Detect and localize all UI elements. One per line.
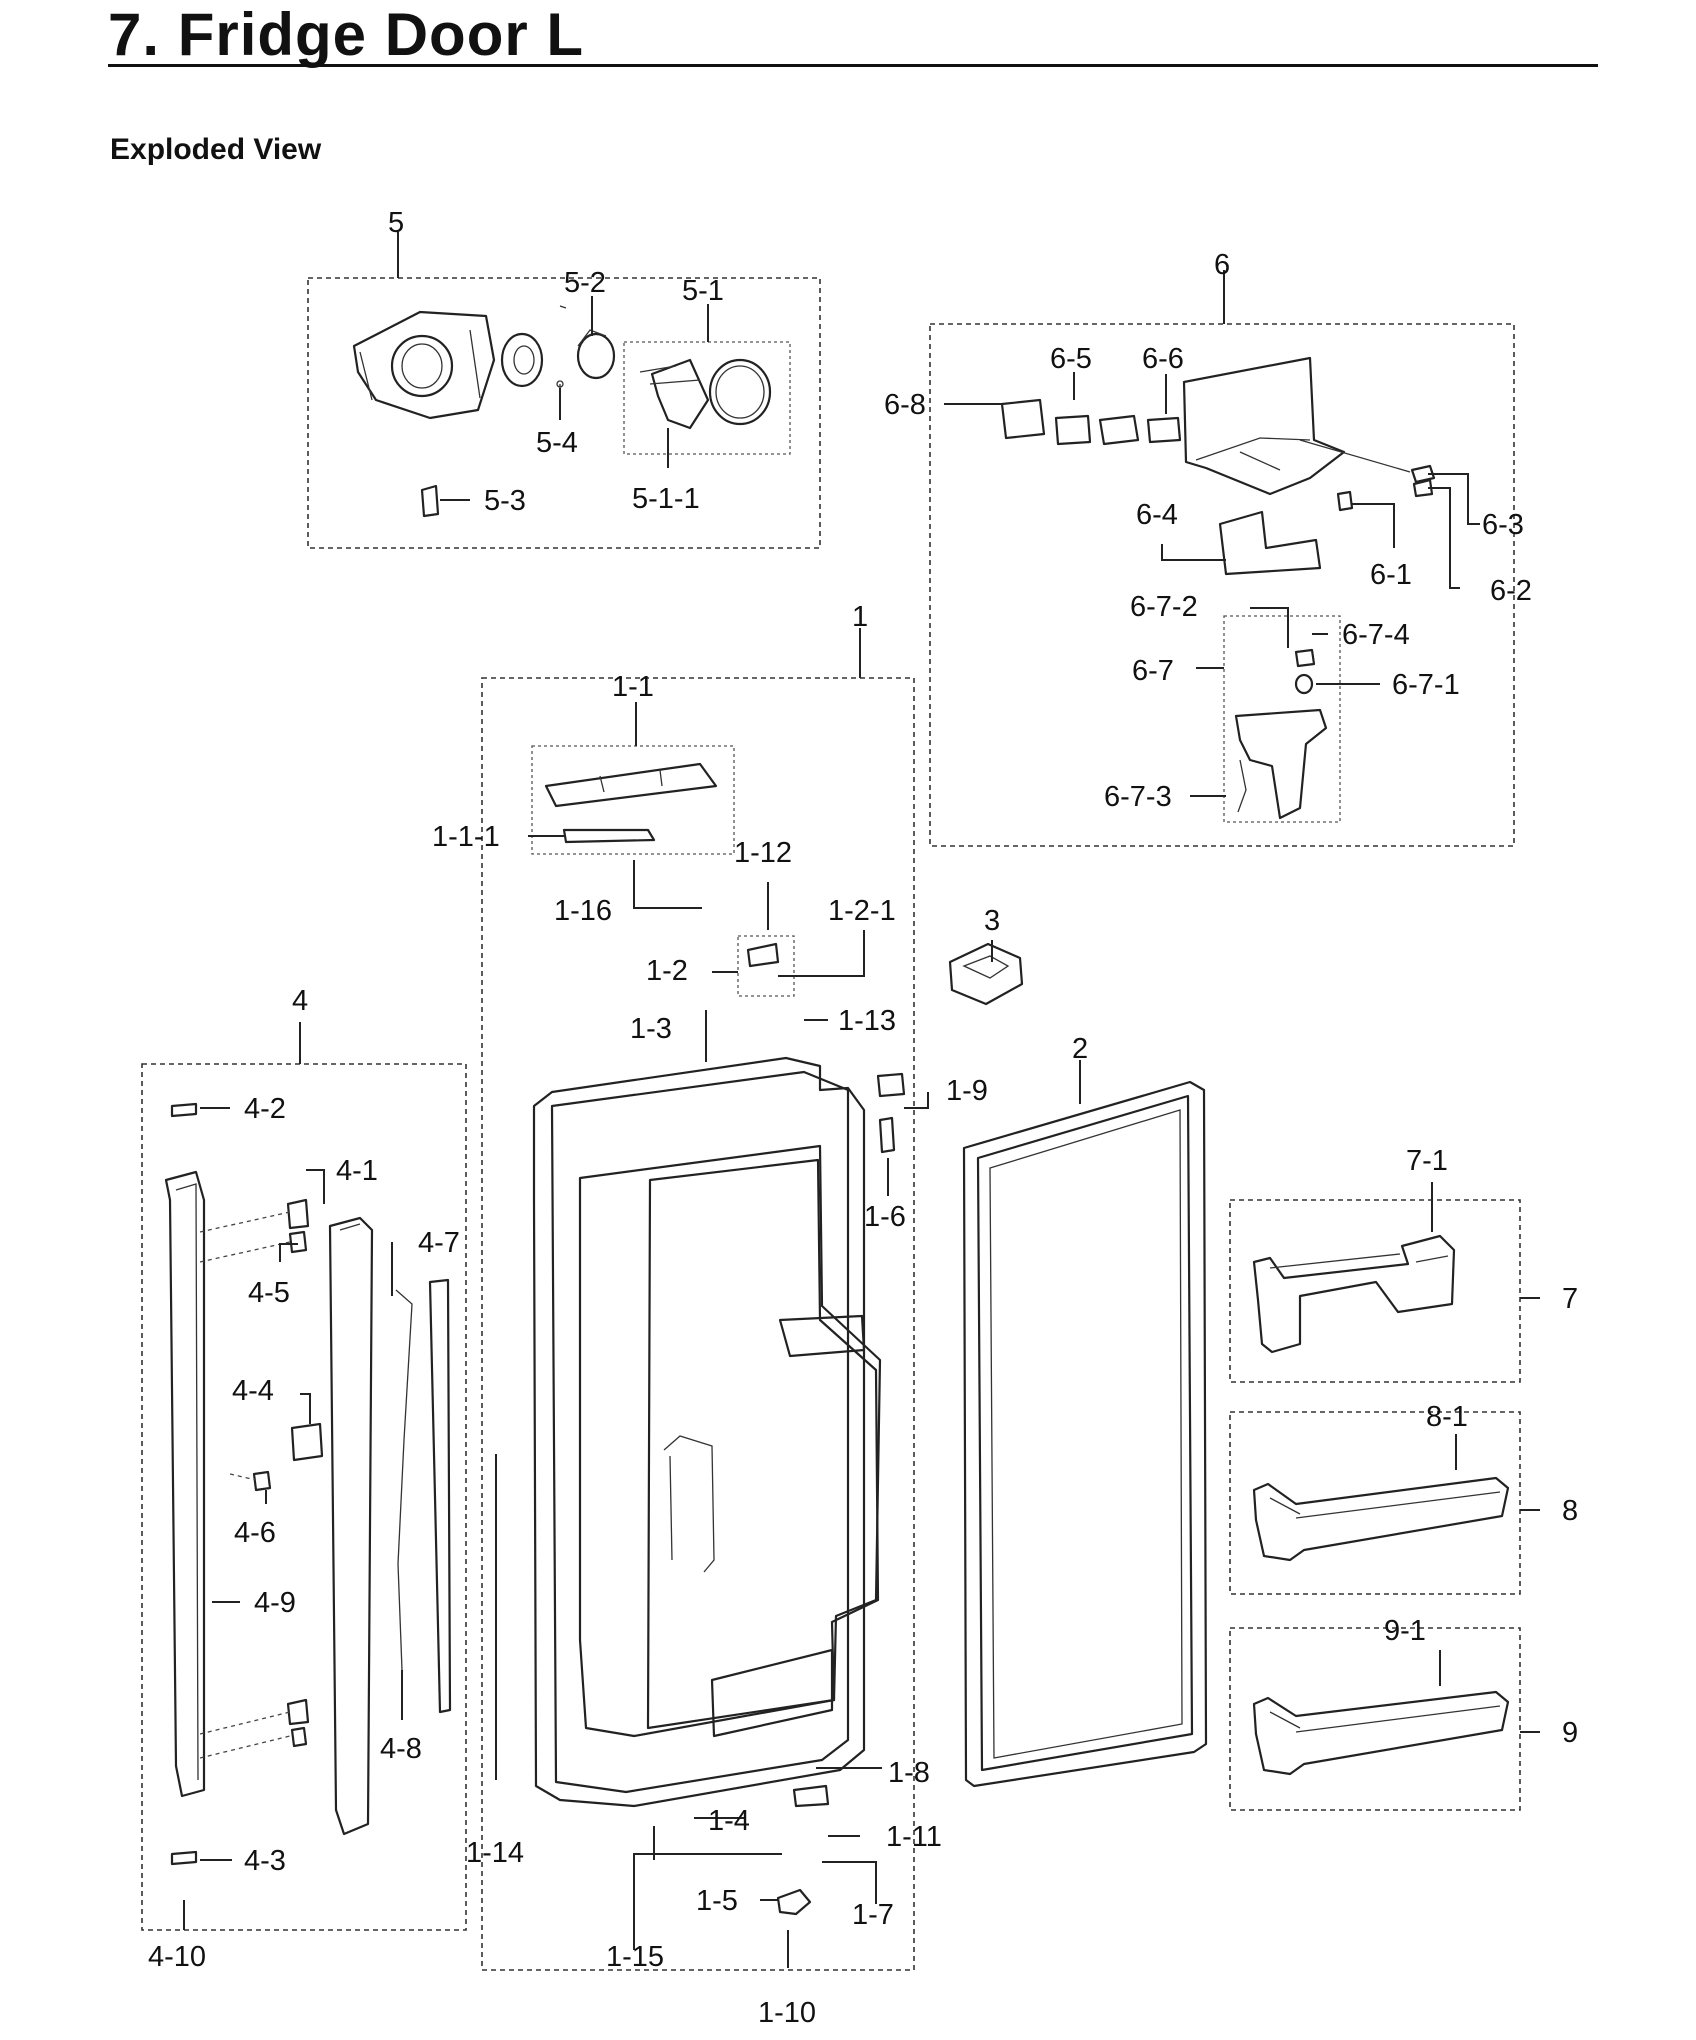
label-6-4: 6-4: [1136, 499, 1178, 531]
label-9: 9: [1562, 1717, 1578, 1749]
label-8: 8: [1562, 1495, 1578, 1527]
callout-labels: 5 5-2 5-1 5-4 5-1-1 5-3 6 6-5 6-6 6-8 6-…: [148, 207, 1578, 2029]
label-2: 2: [1072, 1033, 1088, 1065]
assembly-1: [481, 628, 929, 1971]
label-5-1-1: 5-1-1: [632, 483, 700, 515]
label-1-13: 1-13: [838, 1005, 896, 1037]
label-1-5: 1-5: [696, 1885, 738, 1917]
label-9-1: 9-1: [1384, 1615, 1426, 1647]
label-1-4: 1-4: [708, 1805, 750, 1837]
label-1-7: 1-7: [852, 1899, 894, 1931]
label-6-1: 6-1: [1370, 559, 1412, 591]
label-4-2: 4-2: [244, 1093, 286, 1125]
label-6-7-1: 6-7-1: [1392, 669, 1460, 701]
label-4-5: 4-5: [248, 1277, 290, 1309]
label-1-16: 1-16: [554, 895, 612, 927]
label-5: 5: [388, 207, 404, 239]
label-4-4: 4-4: [232, 1375, 274, 1407]
label-7: 7: [1562, 1283, 1578, 1315]
label-4-7: 4-7: [418, 1227, 460, 1259]
label-5-1: 5-1: [682, 275, 724, 307]
label-1: 1: [852, 601, 868, 633]
label-4-9: 4-9: [254, 1587, 296, 1619]
assembly-5: [307, 232, 821, 549]
assembly-8: [1229, 1411, 1540, 1595]
label-1-11: 1-11: [886, 1821, 942, 1853]
label-1-15: 1-15: [606, 1941, 664, 1973]
part-3: [948, 940, 1024, 1006]
label-1-6: 1-6: [864, 1201, 906, 1233]
label-7-1: 7-1: [1406, 1145, 1448, 1177]
label-6-7-4: 6-7-4: [1342, 619, 1410, 651]
label-4-6: 4-6: [234, 1517, 276, 1549]
label-4-3: 4-3: [244, 1845, 286, 1877]
label-3: 3: [984, 905, 1000, 937]
label-6: 6: [1214, 249, 1230, 281]
assembly-9: [1229, 1627, 1540, 1811]
assembly-6: [929, 270, 1515, 847]
label-1-2-1: 1-2-1: [828, 895, 896, 927]
label-6-2: 6-2: [1490, 575, 1532, 607]
label-8-1: 8-1: [1426, 1401, 1468, 1433]
label-1-8: 1-8: [888, 1757, 930, 1789]
assembly-7: [1229, 1182, 1540, 1383]
label-5-4: 5-4: [536, 427, 578, 459]
page-title: 7. Fridge Door L: [108, 1, 585, 68]
label-1-1: 1-1: [612, 671, 654, 703]
label-1-2: 1-2: [646, 955, 688, 987]
label-6-3: 6-3: [1482, 509, 1524, 541]
title-rule: [108, 64, 1598, 67]
label-1-10: 1-10: [758, 1997, 816, 2029]
label-6-5: 6-5: [1050, 343, 1092, 375]
label-1-9: 1-9: [946, 1075, 988, 1107]
label-1-3: 1-3: [630, 1013, 672, 1045]
label-6-8: 6-8: [884, 389, 926, 421]
label-6-7: 6-7: [1132, 655, 1174, 687]
assembly-4: [141, 1022, 467, 1931]
label-5-2: 5-2: [564, 267, 606, 299]
section-title: Exploded View: [110, 133, 322, 166]
label-4-1: 4-1: [336, 1155, 378, 1187]
label-4: 4: [292, 985, 308, 1017]
label-6-6: 6-6: [1142, 343, 1184, 375]
label-1-12: 1-12: [734, 837, 792, 869]
label-1-14: 1-14: [466, 1837, 524, 1869]
label-5-3: 5-3: [484, 485, 526, 517]
label-1-1-1: 1-1-1: [432, 821, 500, 853]
label-6-7-3: 6-7-3: [1104, 781, 1172, 813]
label-4-10: 4-10: [148, 1941, 206, 1973]
gasket-2: [962, 1060, 1208, 1788]
label-6-7-2: 6-7-2: [1130, 591, 1198, 623]
label-4-8: 4-8: [380, 1733, 422, 1765]
